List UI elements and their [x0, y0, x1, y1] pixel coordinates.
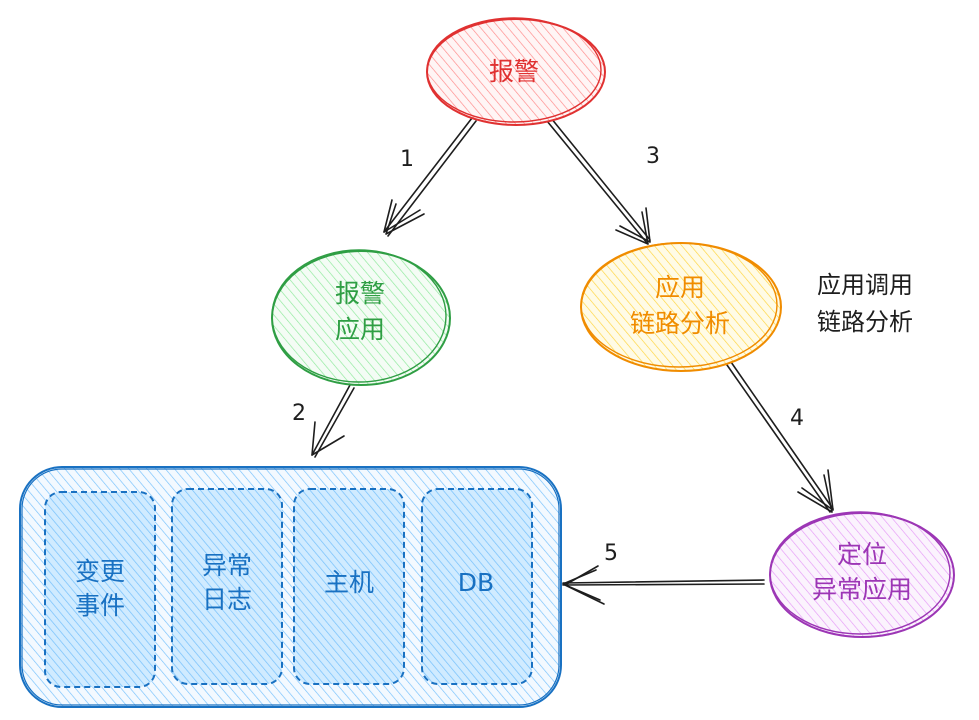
step-1-label: 1 — [400, 147, 414, 172]
arrow-3 — [546, 117, 651, 245]
resource-card-db: DB — [421, 488, 533, 685]
note-line-1: 应用调用 — [817, 271, 913, 299]
alert-node: 报警 — [426, 17, 606, 126]
step-4-label: 4 — [790, 406, 804, 431]
resource-card-error-logs-line-2: 日志 — [202, 585, 252, 614]
note-line-2: 链路分析 — [817, 308, 913, 336]
locate-node-label-2: 异常应用 — [812, 575, 912, 604]
arrow-4 — [726, 361, 834, 513]
alert-node-label: 报警 — [489, 57, 539, 86]
step-5-label: 5 — [604, 541, 618, 566]
resource-card-host-line-1: 主机 — [324, 568, 374, 597]
step-3-label: 3 — [646, 144, 660, 169]
resource-card-error-logs-line-1: 异常 — [202, 551, 252, 580]
arrow-5 — [562, 565, 765, 605]
locate-node-label-1: 定位 — [837, 540, 887, 569]
resource-card-db-line-1: DB — [458, 568, 494, 597]
trace-node: 应用 链路分析 — [580, 242, 782, 372]
alert-app-node: 报警 应用 — [271, 249, 451, 386]
resource-card-error-logs: 异常 日志 — [171, 488, 283, 685]
resource-card-change-events: 变更 事件 — [44, 491, 156, 688]
arrow-1 — [383, 117, 477, 237]
locate-node: 定位 异常应用 — [769, 511, 955, 638]
resource-card-change-events-line-1: 变更 — [75, 557, 125, 586]
alert-app-node-label-1: 报警 — [335, 279, 385, 308]
trace-node-label-1: 应用 — [655, 273, 705, 302]
step-2-label: 2 — [292, 401, 306, 426]
trace-node-label-2: 链路分析 — [630, 309, 730, 338]
resource-card-host: 主机 — [293, 488, 405, 685]
alert-app-node-label-2: 应用 — [335, 315, 385, 344]
resource-card-change-events-line-2: 事件 — [75, 591, 125, 620]
arrow-2 — [311, 384, 355, 458]
